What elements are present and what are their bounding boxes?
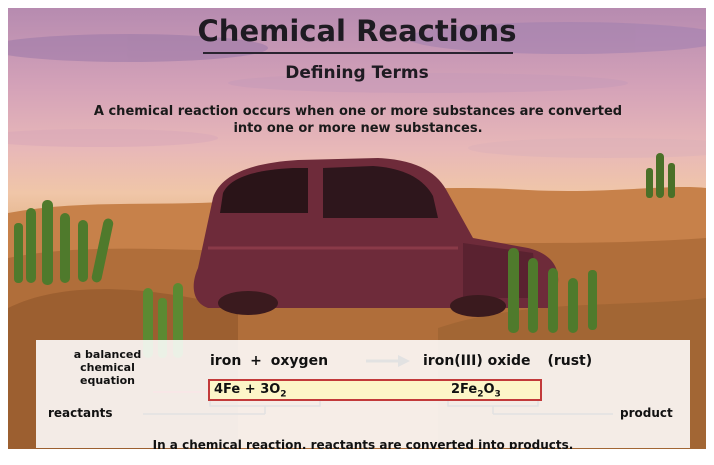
balanced-label-line-2: chemical [80, 361, 135, 374]
balanced-label-line-1: a balanced [73, 348, 142, 361]
balanced-equation-label: a balanced chemical equation [60, 348, 155, 387]
formula-fe: 4Fe [214, 382, 241, 397]
cactus-left [14, 200, 114, 285]
product-label: product [620, 406, 673, 420]
word-product: iron(III) oxide (rust) [423, 353, 596, 369]
word-product-iron-oxide: iron(III) oxide [423, 353, 531, 369]
word-reactant-iron: iron [210, 353, 242, 369]
formula-product-o: O [483, 382, 495, 397]
formula-product-fe: 2Fe [451, 382, 478, 397]
formula-product: 2Fe2O3 [451, 382, 501, 400]
page-subtitle: Defining Terms [285, 63, 429, 83]
word-plus: + [250, 353, 262, 369]
page-title: Chemical Reactions [197, 14, 517, 48]
formula-product-fe-subscript: 2 [477, 389, 484, 400]
reactants-label: reactants [48, 406, 113, 420]
definition-line-1: A chemical reaction occurs when one or m… [93, 104, 623, 119]
formula-o2: 3O [260, 382, 281, 397]
definition-text: A chemical reaction occurs when one or m… [38, 103, 678, 137]
balanced-equation-box [208, 379, 542, 401]
slide: Chemical Reactions Defining Terms A chem… [8, 8, 706, 449]
formula-o2-subscript: 2 [280, 389, 287, 400]
cactus-right [508, 248, 597, 333]
diagram-caption: In a chemical reaction, reactants are co… [152, 438, 574, 449]
rusted-car [193, 158, 559, 317]
word-reactant-oxygen: oxygen [270, 353, 329, 369]
word-equation: iron + oxygen [210, 353, 332, 369]
clouds [8, 22, 706, 158]
balanced-label-line-3: equation [79, 374, 135, 387]
formula-reactants: 4Fe + 3O2 [214, 382, 287, 400]
formula-plus: + [244, 382, 256, 397]
title-underline [203, 52, 513, 54]
definition-line-2: into one or more new substances. [233, 121, 483, 136]
formula-product-o-subscript: 3 [494, 389, 501, 400]
cactus-far-right [646, 153, 675, 198]
word-product-note: (rust) [547, 353, 593, 369]
